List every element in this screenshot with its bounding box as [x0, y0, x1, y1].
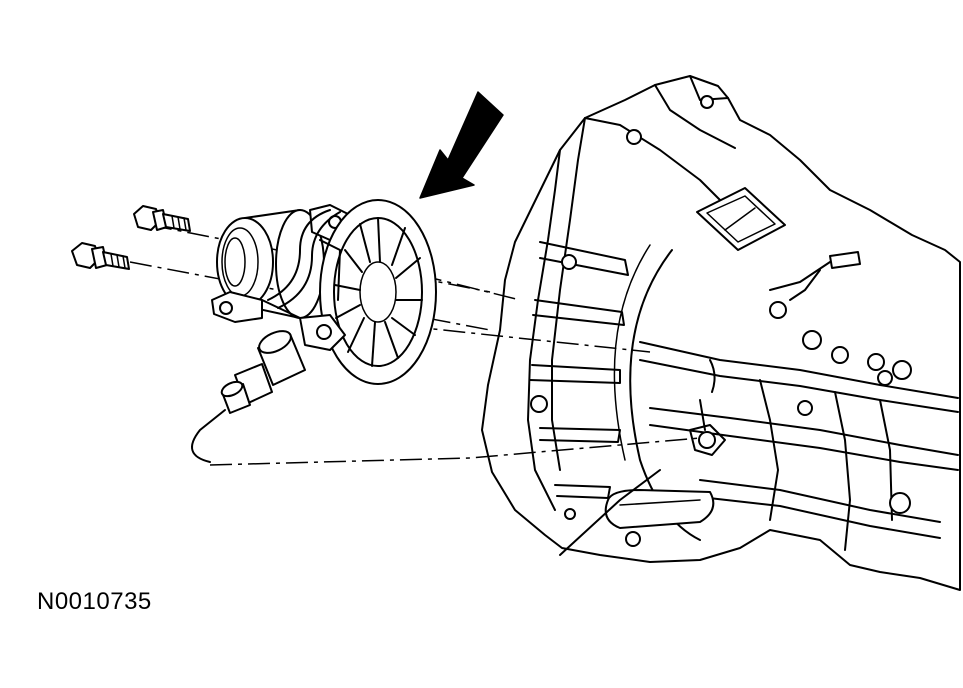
- figure-id-label: N0010735: [37, 588, 152, 615]
- transmission-housing: [481, 75, 961, 591]
- bolt-lower: [71, 242, 130, 270]
- indicator-arrow-icon: [419, 91, 504, 199]
- bolt-upper: [133, 205, 191, 232]
- clutch-slave-cylinder: [211, 199, 437, 385]
- hydraulic-line-connector: [191, 330, 306, 463]
